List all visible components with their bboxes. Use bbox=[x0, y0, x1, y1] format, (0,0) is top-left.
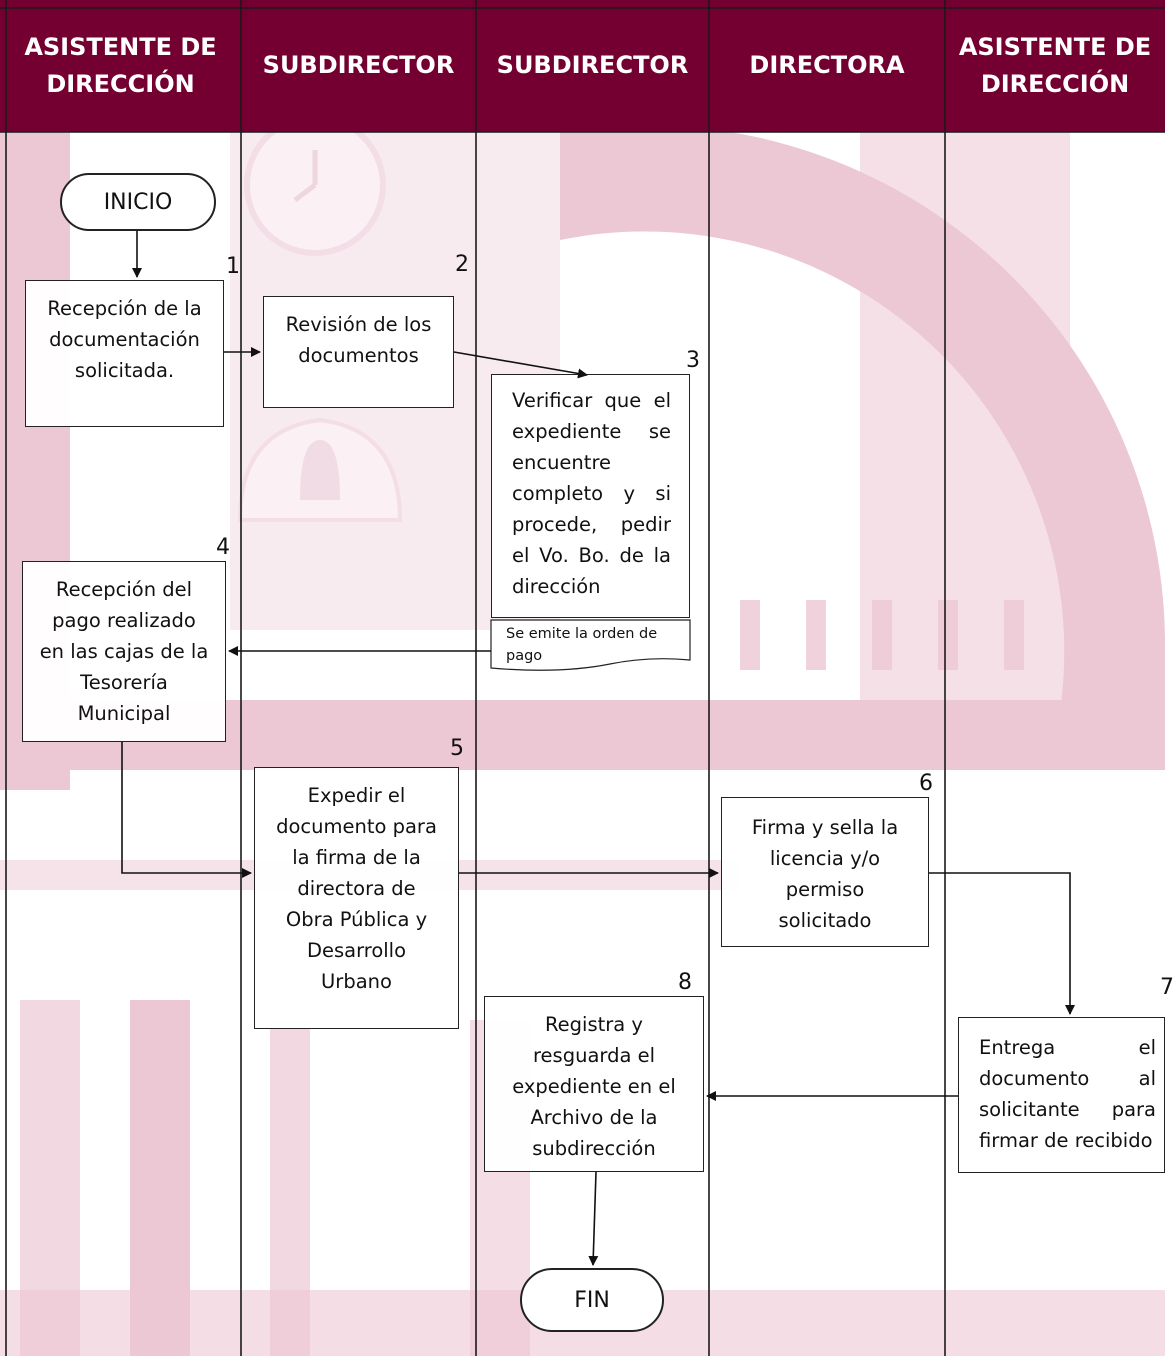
lane-header-directora: DIRECTORA bbox=[709, 0, 945, 132]
step-line: en las cajas de la bbox=[39, 640, 209, 663]
step-line: Recepción del bbox=[55, 578, 193, 601]
step-box-6: Firma y sella la licencia y/o permiso solic… bbox=[721, 797, 929, 947]
step-line: Firma y sella la bbox=[751, 816, 899, 839]
step-line: Registra y bbox=[545, 1013, 643, 1036]
step-number-6: 6 bbox=[919, 771, 933, 796]
step-box-5: Expedir el documento para la firma de la di… bbox=[254, 767, 459, 1029]
step-line: procede, pedir bbox=[512, 513, 671, 536]
step-line: Municipal bbox=[77, 702, 171, 725]
step-line: firmar de recibido bbox=[979, 1129, 1153, 1152]
step-line: documento al bbox=[979, 1067, 1156, 1090]
step-line: Recepción de la bbox=[47, 297, 202, 320]
step-number-3: 3 bbox=[686, 348, 700, 373]
step-number-7: 7 bbox=[1160, 975, 1174, 1000]
step-line: documento para bbox=[276, 815, 437, 838]
step-line: solicitado bbox=[778, 909, 872, 932]
step-number-4: 4 bbox=[216, 535, 230, 560]
document-line: Se emite la orden de bbox=[506, 626, 658, 642]
step-number-1: 1 bbox=[226, 254, 240, 279]
lane-header-subdirector-2: SUBDIRECTOR bbox=[476, 0, 709, 132]
step-line: Tesorería bbox=[80, 671, 168, 694]
step-box-2: Revisión de los documentos bbox=[263, 296, 454, 408]
lane-title-line1: SUBDIRECTOR bbox=[496, 51, 689, 80]
step-line: licencia y/o bbox=[769, 847, 881, 870]
lane-title-line2: DIRECCIÓN bbox=[46, 70, 195, 98]
step-line: Entrega el bbox=[979, 1036, 1156, 1059]
step-box-8: Registra y resguarda el expediente en el Ar… bbox=[484, 996, 704, 1172]
step-box-1: Recepción de la documentación solicitada. bbox=[25, 280, 224, 427]
step-line: expediente en el bbox=[512, 1075, 676, 1098]
document-note: Se emite la orden de pago bbox=[506, 623, 686, 667]
step-line: completo y si bbox=[512, 482, 671, 505]
step-number-8: 8 bbox=[678, 970, 692, 995]
step-line: resguarda el bbox=[532, 1044, 656, 1067]
document-line: pago bbox=[506, 648, 543, 664]
step-line: solicitada. bbox=[74, 359, 175, 382]
step-line: Verificar que el bbox=[512, 389, 671, 412]
lane-header-subdirector-1: SUBDIRECTOR bbox=[241, 0, 476, 132]
end-terminal: FIN bbox=[520, 1268, 664, 1332]
lane-title-line1: SUBDIRECTOR bbox=[262, 51, 455, 80]
step-line: Urbano bbox=[321, 970, 392, 993]
step-line: Obra Pública y bbox=[285, 908, 428, 931]
step-line: Archivo de la bbox=[530, 1106, 658, 1129]
step-line: documentación bbox=[49, 328, 200, 351]
step-line: Desarrollo bbox=[306, 939, 407, 962]
step-line: directora de bbox=[297, 877, 416, 900]
lane-title-line1: DIRECTORA bbox=[749, 51, 905, 80]
step-line: documentos bbox=[298, 344, 419, 367]
lane-header-asistente-1: ASISTENTE DE DIRECCIÓN bbox=[0, 0, 241, 132]
step-line: encuentre bbox=[512, 451, 612, 474]
step-box-3: Verificar que el expediente se encuentre… bbox=[491, 374, 690, 618]
step-line: Revisión de los bbox=[285, 313, 432, 336]
step-line: pago realizado bbox=[52, 609, 196, 632]
step-line: permiso bbox=[785, 878, 865, 901]
step-line: el Vo. Bo. de la bbox=[512, 544, 671, 567]
step-line: la firma de la bbox=[292, 846, 421, 869]
step-box-7: Entrega el documento al solicitante para… bbox=[958, 1017, 1165, 1173]
lane-header-asistente-2: ASISTENTE DE DIRECCIÓN bbox=[945, 0, 1165, 132]
lane-title-line1: ASISTENTE DE bbox=[958, 32, 1152, 61]
step-line: expediente se bbox=[512, 420, 671, 443]
step-line: dirección bbox=[512, 575, 601, 598]
start-terminal: INICIO bbox=[60, 173, 216, 231]
step-number-2: 2 bbox=[455, 252, 469, 277]
swimlane-header: ASISTENTE DE DIRECCIÓN SUBDIRECTOR SUBDIR… bbox=[0, 0, 1165, 132]
step-line: subdirección bbox=[532, 1137, 656, 1160]
step-line: Expedir el bbox=[307, 784, 406, 807]
step-line: solicitante para bbox=[979, 1098, 1156, 1121]
lane-title-line2: DIRECCIÓN bbox=[980, 70, 1130, 98]
lane-title-line1: ASISTENTE DE bbox=[24, 32, 217, 61]
step-number-5: 5 bbox=[450, 736, 464, 761]
step-box-4: Recepción del pago realizado en las cajas … bbox=[22, 561, 226, 742]
